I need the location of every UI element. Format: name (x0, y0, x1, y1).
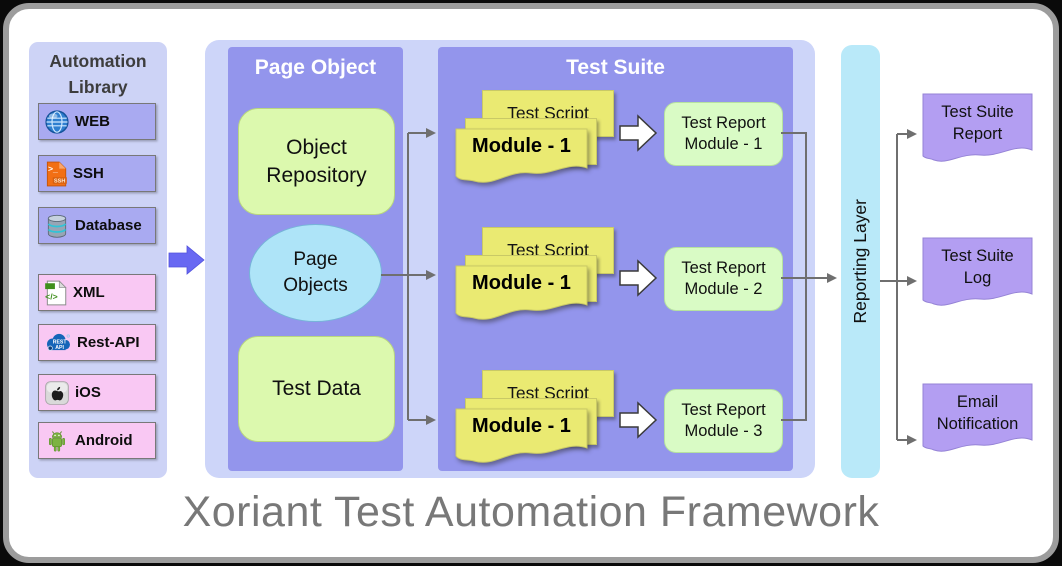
output-line1: Email (956, 393, 999, 411)
report-line2: Module - 2 (684, 280, 763, 298)
xml-file-icon: </> (45, 279, 67, 305)
report-line1: Test Report (681, 258, 766, 277)
wavy-flag-shape (922, 383, 1033, 452)
module-note: Module - 1 (455, 408, 588, 465)
library-item-label: XML (73, 284, 105, 301)
wavy-flag-shape (922, 237, 1033, 306)
output-line2: Notification (936, 414, 1019, 433)
output-label: Test Suite Log (922, 246, 1033, 290)
library-item-label: SSH (73, 165, 104, 182)
output-test-suite-report: Test Suite Report (922, 93, 1033, 171)
library-item-database: Database (38, 207, 156, 244)
output-line2: Log (963, 268, 992, 287)
library-item-label: Rest-API (77, 334, 140, 351)
output-label: Email Notification (922, 392, 1033, 436)
rest-api-cloud-icon: REST API (47, 333, 70, 350)
library-item-label: Database (75, 217, 142, 234)
output-line1: Test Suite (941, 103, 1014, 121)
page-objects-ellipse: Page Objects (249, 224, 382, 322)
wavy-note-shape (455, 265, 588, 320)
output-label: Test Suite Report (922, 102, 1033, 146)
svg-text:>_: >_ (48, 163, 58, 173)
module-note: Module - 1 (455, 128, 588, 185)
library-item-ssh: >_ SSH SSH (38, 155, 156, 192)
globe-icon (45, 109, 69, 134)
reporting-layer-bar: Reporting Layer (841, 45, 880, 478)
output-line1: Test Suite (941, 247, 1014, 265)
svg-text:API: API (55, 344, 64, 350)
library-item-label: WEB (75, 113, 110, 130)
library-item-rest-api: REST API Rest-API (38, 324, 156, 361)
reporting-layer-label: Reporting Layer (850, 199, 870, 324)
test-report-box: Test Report Module - 2 (664, 247, 783, 311)
wavy-note-shape (455, 408, 588, 463)
report-line2: Module - 1 (684, 135, 763, 153)
output-test-suite-log: Test Suite Log (922, 237, 1033, 315)
database-icon (47, 214, 67, 238)
svg-text:REST: REST (53, 339, 68, 345)
test-report-box: Test Report Module - 1 (664, 102, 783, 166)
library-item-ios: iOS (38, 374, 156, 411)
test-data-box: Test Data (238, 336, 395, 442)
report-line2: Module - 3 (684, 422, 763, 440)
module-note-label: Module - 1 (472, 272, 571, 294)
svg-text:SSH: SSH (54, 178, 66, 184)
library-item-android: Android (38, 422, 156, 459)
module-note-label: Module - 1 (472, 135, 571, 157)
apple-icon (45, 380, 69, 405)
object-repository-box: Object Repository (238, 108, 395, 215)
library-item-web: WEB (38, 103, 156, 140)
output-email-notification: Email Notification (922, 383, 1033, 461)
android-icon (49, 430, 65, 451)
module-note-label: Module - 1 (472, 415, 571, 437)
page-object-title: Page Object (254, 56, 377, 79)
wavy-flag-shape (922, 93, 1033, 162)
library-item-label: iOS (75, 384, 101, 401)
automation-library-title: Automation Library (49, 51, 147, 98)
output-line2: Report (952, 124, 1003, 143)
ssh-terminal-file-icon: >_ SSH (46, 161, 67, 186)
wavy-note-shape (455, 128, 588, 183)
test-report-box: Test Report Module - 3 (664, 389, 783, 453)
report-line1: Test Report (681, 400, 766, 419)
test-suite-title: Test Suite (566, 56, 665, 79)
module-note: Module - 1 (455, 265, 588, 322)
svg-text:</>: </> (45, 291, 58, 301)
library-item-label: Android (75, 432, 133, 449)
report-line1: Test Report (681, 113, 766, 132)
library-item-xml: </> XML (38, 274, 156, 311)
diagram-title: Xoriant Test Automation Framework (182, 488, 880, 536)
